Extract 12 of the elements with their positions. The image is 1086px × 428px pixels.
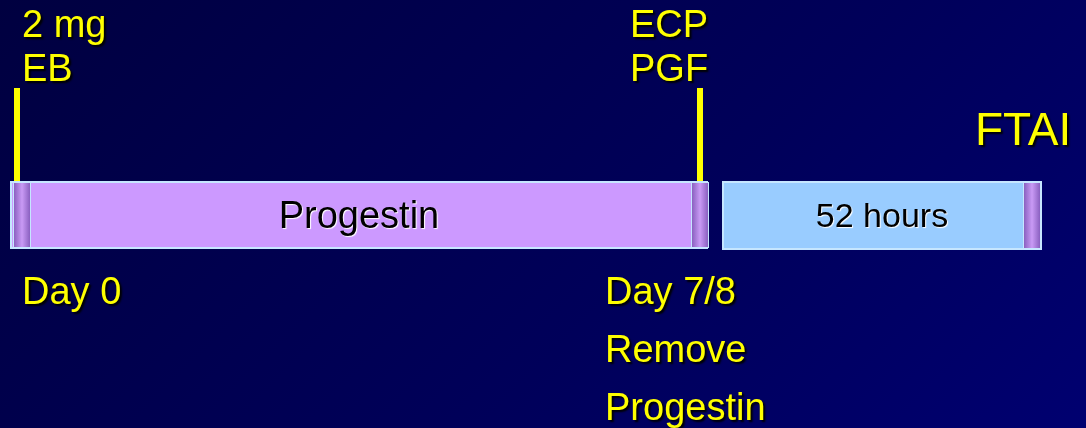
treatment-label: 2 mg EB <box>22 2 108 90</box>
timeline-label: Remove Progestin <box>605 327 767 428</box>
timeline-label: Day 7/8 <box>605 269 736 314</box>
timeline-label: Day 0 <box>22 269 122 314</box>
treatment-label: ECP PGF <box>630 2 710 90</box>
bar-label: Progestin <box>278 193 440 237</box>
marker-line <box>697 88 703 181</box>
timeline-bar <box>722 181 1042 250</box>
marker-line <box>14 88 20 181</box>
bar-label: 52 hours <box>815 196 949 235</box>
timeline-label: FTAI <box>975 103 1072 155</box>
timeline-bar <box>10 181 708 249</box>
